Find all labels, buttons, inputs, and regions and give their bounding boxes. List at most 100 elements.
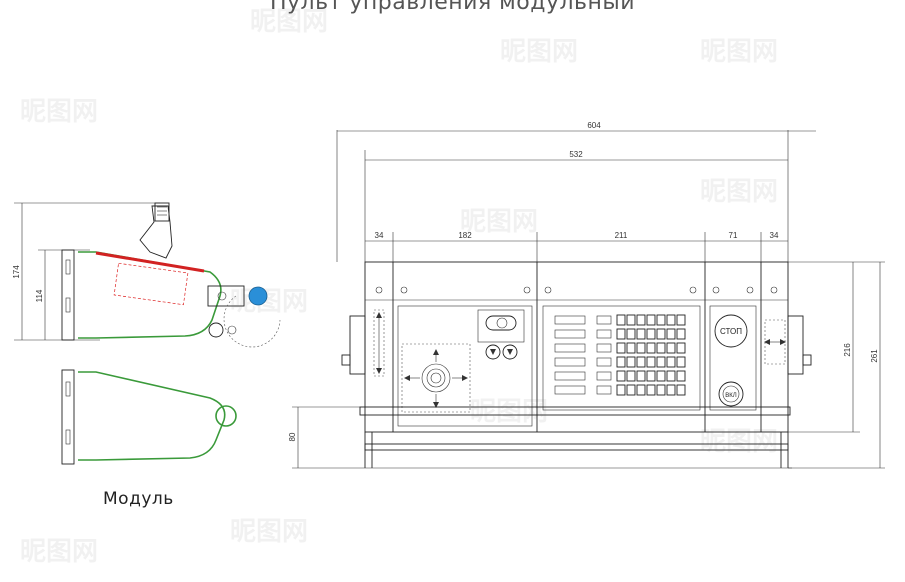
left-handle <box>349 315 366 375</box>
led-digit <box>616 314 626 326</box>
drawing-title: Пульт управления модульный <box>269 0 636 15</box>
row-button <box>596 329 612 339</box>
led-digit <box>676 356 686 368</box>
enable-button-icon <box>718 381 744 407</box>
toggle-switch <box>485 315 517 331</box>
led-digit <box>676 314 686 326</box>
led-digit <box>626 328 636 340</box>
row-indicator <box>554 343 586 353</box>
led-digit <box>666 384 676 396</box>
row-indicator <box>554 315 586 325</box>
stop-button-icon <box>714 314 748 348</box>
led-digit <box>656 328 666 340</box>
watermark: 昵图网 <box>230 286 308 316</box>
led-digit <box>636 384 646 396</box>
row-button <box>596 315 612 325</box>
led-digit <box>656 342 666 354</box>
led-digit <box>626 314 636 326</box>
watermark: 昵图网 <box>460 206 538 236</box>
module-plain <box>61 369 237 465</box>
led-digit <box>656 384 666 396</box>
led-rows <box>554 314 686 396</box>
led-digit <box>676 384 686 396</box>
dim-216-label: 216 <box>843 343 852 357</box>
watermark: 昵图网 <box>500 36 578 66</box>
led-digit <box>656 314 666 326</box>
led-digit <box>636 342 646 354</box>
watermark: 昵图网 <box>470 396 548 426</box>
led-digit <box>646 384 656 396</box>
led-digit <box>646 356 656 368</box>
watermark: 昵图网 <box>20 536 98 566</box>
row-button <box>596 385 612 395</box>
led-digit <box>626 356 636 368</box>
module-side-views: 174 114 <box>12 202 281 465</box>
dim-71-label: 71 <box>729 231 738 240</box>
led-digit <box>666 314 676 326</box>
dim-604-label: 604 <box>587 121 601 130</box>
row-indicator <box>554 357 586 367</box>
watermark-layer: 昵图网 昵图网 昵图网 昵图网 昵图网 昵图网 昵图网 昵图网 昵图网 昵图网 … <box>20 6 778 566</box>
row-indicator <box>554 385 586 395</box>
led-digit <box>636 328 646 340</box>
dim-211-label: 211 <box>615 231 628 240</box>
watermark: 昵图网 <box>250 6 328 36</box>
display-panel <box>542 305 701 411</box>
row-indicator <box>554 371 586 381</box>
dim-182-label: 182 <box>458 231 472 240</box>
watermark: 昵图网 <box>700 36 778 66</box>
led-digit <box>626 342 636 354</box>
panel-housing <box>364 261 789 433</box>
led-digit <box>616 356 626 368</box>
led-digit <box>646 342 656 354</box>
row-indicator <box>554 329 586 339</box>
led-digit <box>666 370 676 382</box>
watermark: 昵图网 <box>20 96 98 126</box>
dim-34-left-label: 34 <box>375 231 384 240</box>
module-with-joystick <box>61 202 281 348</box>
row-button <box>596 343 612 353</box>
led-digit <box>676 370 686 382</box>
led-digit <box>676 342 686 354</box>
joystick-panel <box>397 305 533 427</box>
knob-icon <box>248 286 268 306</box>
right-handle <box>787 315 804 375</box>
led-digit <box>626 370 636 382</box>
led-digit <box>646 328 656 340</box>
screw-holes <box>375 286 778 294</box>
led-digit <box>666 356 676 368</box>
dim-80-label: 80 <box>288 432 297 441</box>
dim-532-label: 532 <box>569 150 583 159</box>
watermark: 昵图网 <box>230 516 308 546</box>
watermark: 昵图网 <box>700 176 778 206</box>
stand-bar <box>364 443 789 451</box>
led-digit <box>636 356 646 368</box>
led-digit <box>666 342 676 354</box>
dim-174-label: 174 <box>12 265 21 279</box>
front-view: 604 532 34 182 211 71 34 216 261 80 <box>288 121 885 469</box>
led-digit <box>636 314 646 326</box>
led-digit <box>626 384 636 396</box>
led-digit <box>616 328 626 340</box>
led-digit <box>656 370 666 382</box>
led-digit <box>616 370 626 382</box>
dim-34-right-label: 34 <box>770 231 779 240</box>
dim-114-label: 114 <box>35 289 44 302</box>
row-button <box>596 357 612 367</box>
led-digit <box>636 370 646 382</box>
highlight-strip <box>95 251 205 273</box>
row-button <box>596 371 612 381</box>
enable-button-label: ВКЛ <box>725 393 736 399</box>
led-digit <box>646 314 656 326</box>
led-digit <box>656 356 666 368</box>
module-caption: Модуль <box>103 489 174 509</box>
led-digit <box>676 328 686 340</box>
watermark: 昵图网 <box>700 426 778 456</box>
led-digit <box>666 328 676 340</box>
led-digit <box>616 384 626 396</box>
joystick-icon <box>421 363 451 393</box>
led-digit <box>646 370 656 382</box>
dim-261-label: 261 <box>870 349 879 363</box>
stand-top <box>359 406 791 416</box>
